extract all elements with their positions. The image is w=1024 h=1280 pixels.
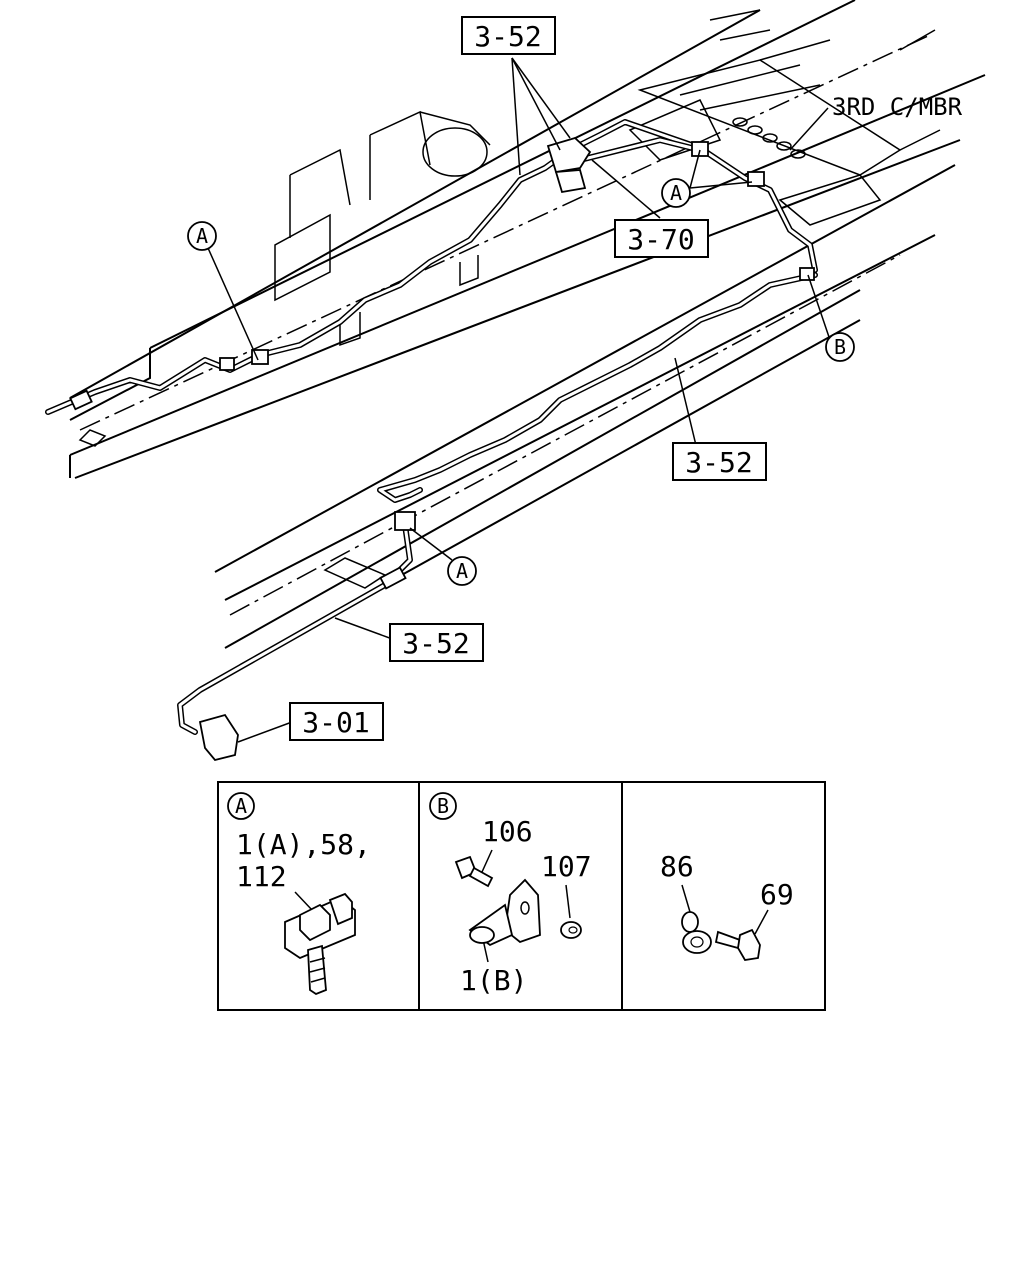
detail-panel-a: A 1(A),58, 112 bbox=[227, 792, 371, 996]
callout-3-52-lower-text: 3-52 bbox=[402, 627, 469, 660]
callout-3-01-text: 3-01 bbox=[302, 706, 369, 739]
panel-c-bolt-label: 69 bbox=[760, 878, 794, 911]
detail-panel-c: 86 69 bbox=[660, 850, 794, 961]
callout-3-52-top: 3-52 bbox=[461, 16, 556, 55]
clip-a-part bbox=[284, 892, 356, 996]
marker-a-top: A bbox=[661, 178, 691, 208]
detail-panels bbox=[217, 781, 826, 1011]
third-crossmember-label: 3RD C/MBR bbox=[832, 93, 963, 121]
panel-b-nut-label: 107 bbox=[541, 850, 592, 883]
svg-text:A: A bbox=[196, 224, 208, 248]
svg-text:A: A bbox=[670, 181, 682, 205]
callout-3-52-right-text: 3-52 bbox=[685, 446, 752, 479]
bolt-69-part bbox=[714, 928, 761, 961]
callout-3-70-text: 3-70 bbox=[627, 223, 694, 256]
leader-lines bbox=[207, 57, 831, 743]
panel-a-marker: A bbox=[235, 794, 247, 818]
callout-3-52-right: 3-52 bbox=[672, 442, 767, 481]
svg-text:A: A bbox=[456, 559, 468, 583]
panel-c-clip-label: 86 bbox=[660, 850, 694, 883]
bracket-b-part bbox=[468, 878, 541, 947]
svg-text:B: B bbox=[834, 335, 846, 359]
panel-b-bracket-label: 1(B) bbox=[460, 964, 527, 997]
callout-3-01: 3-01 bbox=[289, 702, 384, 741]
callout-3-52-lower: 3-52 bbox=[389, 623, 484, 662]
callout-3-70: 3-70 bbox=[614, 219, 709, 258]
nut-107-part bbox=[560, 921, 582, 939]
detail-panel-b: B 106 107 1(B) bbox=[429, 792, 592, 997]
clip-86-part bbox=[681, 911, 712, 954]
brake-pipes bbox=[45, 119, 818, 735]
marker-b-right: B bbox=[825, 332, 855, 362]
panel-b-marker: B bbox=[437, 794, 449, 818]
panel-b-bolt-label: 106 bbox=[482, 815, 533, 848]
marker-a-lower: A bbox=[447, 556, 477, 586]
panel-a-line1: 1(A),58, bbox=[236, 828, 371, 861]
callout-3-52-top-text: 3-52 bbox=[474, 20, 541, 53]
marker-a-left: A bbox=[187, 221, 217, 251]
bolt-106-part bbox=[454, 855, 494, 888]
frame-structure bbox=[69, 0, 986, 666]
panel-a-line2: 112 bbox=[236, 860, 287, 893]
